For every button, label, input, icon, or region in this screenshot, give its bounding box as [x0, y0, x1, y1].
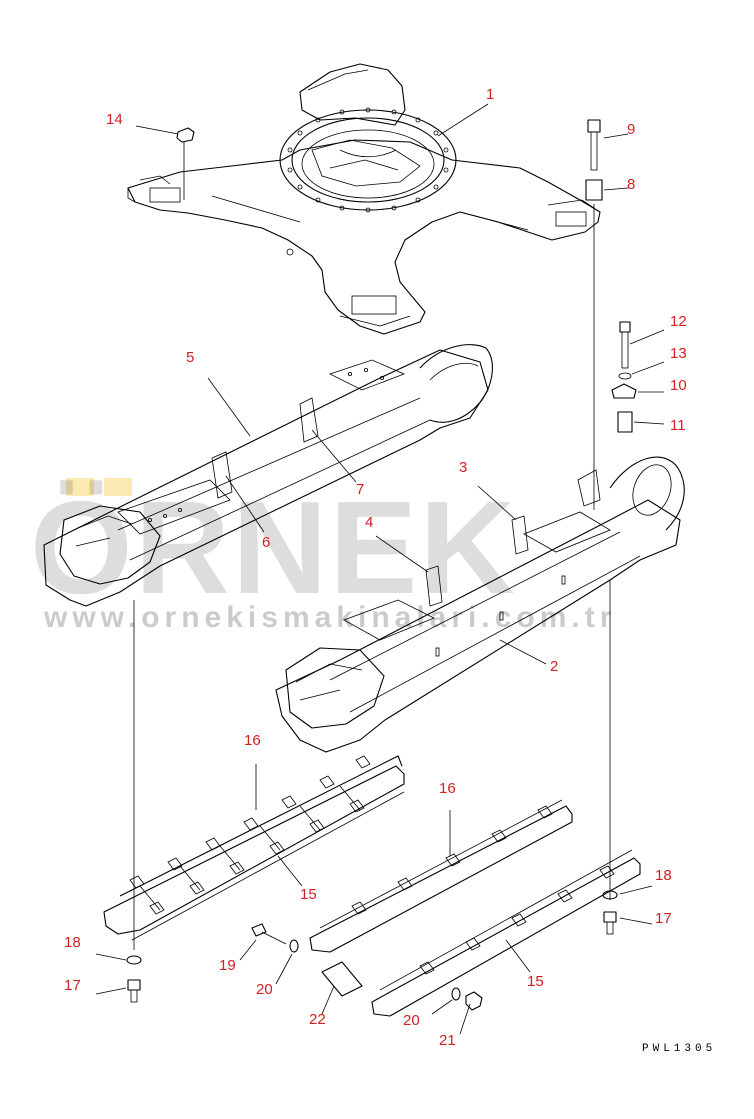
callout-18-right: 18	[655, 867, 672, 884]
callout-8: 8	[627, 176, 636, 193]
right-track-guard-part	[309, 799, 641, 1017]
callout-22: 22	[309, 1011, 326, 1028]
callout-15-right: 15	[527, 973, 544, 990]
callout-2: 2	[550, 658, 559, 675]
callout-1: 1	[486, 86, 495, 103]
callout-4: 4	[365, 514, 374, 531]
cushion-assembly-part	[609, 321, 637, 900]
drawing-code: PWL1305	[642, 1043, 717, 1055]
swing-frame-part	[127, 63, 601, 335]
callout-6: 6	[262, 534, 271, 551]
callout-18-left: 18	[64, 934, 81, 951]
callout-10: 10	[670, 377, 687, 394]
callout-7: 7	[356, 481, 365, 498]
callout-5: 5	[186, 349, 195, 366]
callout-19: 19	[219, 957, 236, 974]
callout-21: 21	[439, 1032, 456, 1049]
callout-17-left: 17	[64, 977, 81, 994]
left-track-guard-part	[103, 755, 405, 941]
callout-11: 11	[670, 417, 686, 434]
callout-20-right: 20	[403, 1012, 420, 1029]
guard-hardware-part	[251, 923, 483, 1011]
callout-17-right: 17	[655, 910, 672, 927]
left-track-frame-part	[43, 344, 493, 607]
plug-part	[176, 127, 195, 200]
callout-15-left: 15	[300, 886, 317, 903]
callout-14: 14	[106, 111, 123, 128]
watermark-website: www.ornekismakinalari.com.tr	[44, 601, 617, 634]
callout-16-left: 16	[244, 732, 261, 749]
right-bolt-washer-part	[602, 890, 618, 935]
leader-lines	[95, 103, 665, 1035]
left-bolt-washer-part	[126, 600, 142, 1003]
callout-12: 12	[670, 313, 687, 330]
callout-13: 13	[670, 345, 687, 362]
callout-9: 9	[627, 121, 636, 138]
watermark-accent-mark	[66, 478, 132, 496]
callout-16-right: 16	[439, 780, 456, 797]
watermark-logo: ÖRNEK	[30, 474, 517, 621]
bolt-and-bushing-part	[585, 119, 603, 510]
right-track-frame-part	[275, 456, 685, 753]
callout-3: 3	[459, 459, 468, 476]
callout-20-left: 20	[256, 981, 273, 998]
